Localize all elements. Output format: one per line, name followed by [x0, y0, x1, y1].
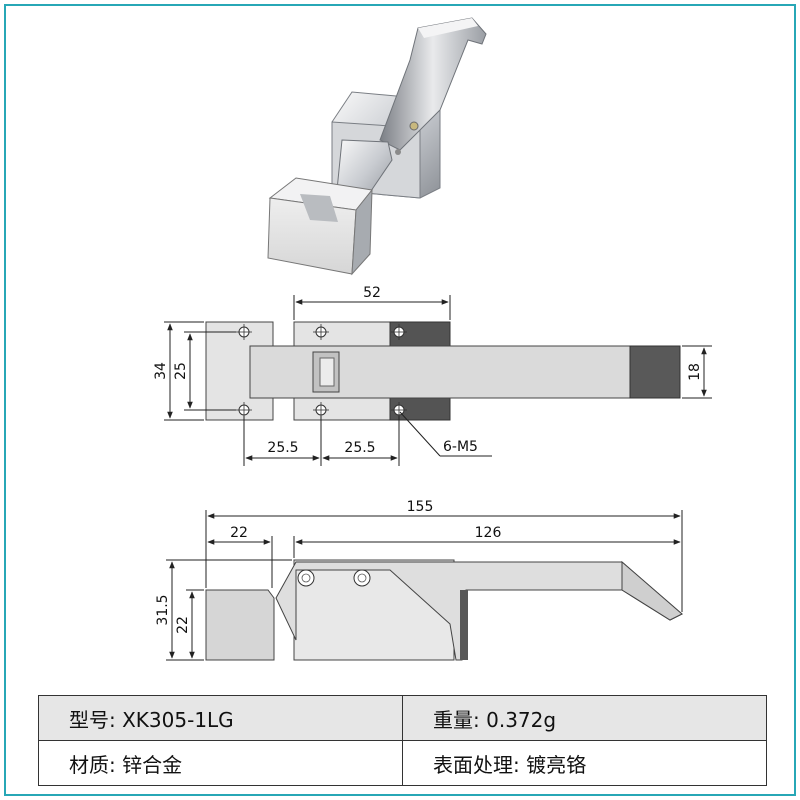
dim-22-horizontal: 22	[230, 525, 248, 541]
product-photo	[267, 17, 487, 276]
weight-value: 0.372g	[486, 707, 557, 732]
side-view: 155 22 126 31.5 22	[155, 499, 683, 661]
dim-126: 126	[475, 525, 502, 541]
weight-label: 重量:	[433, 707, 480, 732]
dim-25-5-left: 25.5	[267, 440, 298, 456]
dim-31-5: 31.5	[155, 594, 171, 625]
model-value: XK305-1LG	[122, 707, 234, 732]
spec-cell-material: 材质: 锌合金	[38, 740, 403, 786]
dim-6-m5: 6-M5	[443, 439, 478, 455]
dim-18: 18	[687, 363, 703, 381]
material-label: 材质:	[69, 752, 116, 777]
dim-52: 52	[363, 285, 381, 301]
spec-cell-weight: 重量: 0.372g	[402, 695, 767, 741]
dim-155: 155	[407, 499, 434, 515]
spec-row: 材质: 锌合金 表面处理: 镀亮铬	[38, 740, 767, 786]
material-value: 锌合金	[122, 752, 183, 777]
dim-25-5-right: 25.5	[344, 440, 375, 456]
spec-table: 型号: XK305-1LG 重量: 0.372g 材质: 锌合金 表面处理: 镀…	[38, 695, 767, 786]
spec-cell-model: 型号: XK305-1LG	[38, 695, 403, 741]
finish-value: 镀亮铬	[526, 752, 587, 777]
dim-25: 25	[173, 362, 189, 380]
model-label: 型号:	[69, 707, 116, 732]
spec-cell-finish: 表面处理: 镀亮铬	[402, 740, 767, 786]
dim-22-vertical: 22	[175, 616, 191, 634]
spec-row: 型号: XK305-1LG 重量: 0.372g	[38, 695, 767, 741]
dim-34: 34	[153, 362, 169, 380]
top-view: 52 34 25 18 25.5 25.5 6-M5	[153, 285, 712, 466]
finish-label: 表面处理:	[433, 752, 520, 777]
